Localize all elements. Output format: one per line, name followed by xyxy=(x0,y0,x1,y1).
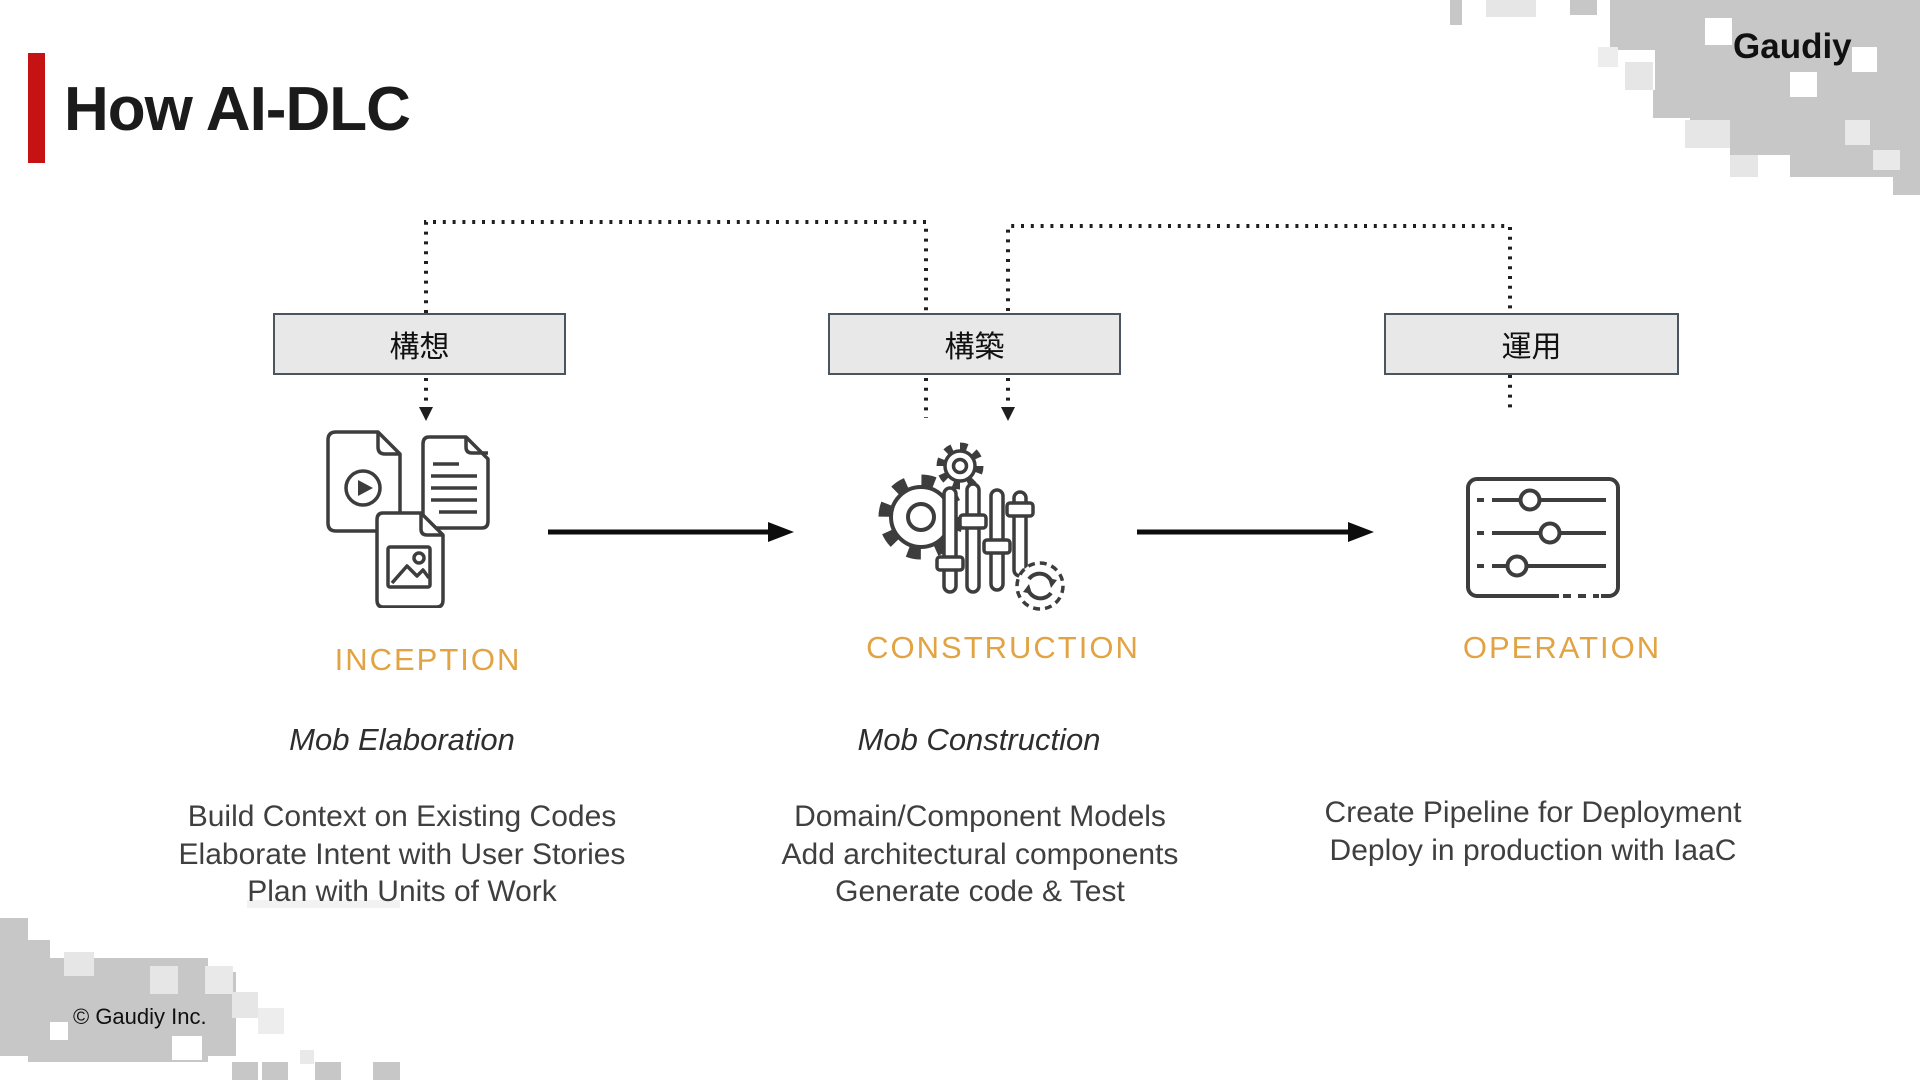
description-line: Plan with Units of Work xyxy=(247,875,557,908)
refresh-cycle-icon xyxy=(1015,561,1065,611)
gears-sliders-icon xyxy=(878,442,1065,611)
phase-box-label-jp: 運用 xyxy=(1501,331,1562,364)
description-line: Elaborate Intent with User Stories xyxy=(178,837,626,871)
description-line: Create Pipeline for Deployment xyxy=(1324,796,1742,829)
phase-label-operation: OPERATION xyxy=(1462,630,1662,665)
description-inception: Build Context on Existing Codes Elaborat… xyxy=(122,798,682,911)
phase-box-construction: 構築 xyxy=(828,313,1121,375)
description-construction: Domain/Component Models Add architectura… xyxy=(700,798,1260,911)
description-line: Add architectural components xyxy=(781,837,1179,871)
sliders-panel-icon xyxy=(1466,477,1620,600)
flow-arrowhead-2 xyxy=(1348,522,1374,542)
subtitle-mob-elaboration: Mob Elaboration xyxy=(289,722,515,757)
gear-small-icon xyxy=(936,442,984,490)
phase-box-label-jp: 構想 xyxy=(389,331,450,364)
phase-box-operation: 運用 xyxy=(1384,313,1679,375)
arrowhead-down-inception xyxy=(419,407,433,421)
copyright-text: © Gaudiy Inc. xyxy=(73,1004,207,1029)
phase-box-label-jp: 構築 xyxy=(944,331,1005,364)
company-logo: Gaudiy xyxy=(1733,27,1852,66)
page-title: How AI-DLC xyxy=(64,75,411,144)
flow-arrowhead-1 xyxy=(768,522,794,542)
description-line: Build Context on Existing Codes xyxy=(187,800,617,833)
slider-tracks xyxy=(935,482,1035,594)
description-operation: Create Pipeline for Deployment Deploy in… xyxy=(1253,794,1813,869)
pixel-mosaic-bottom-left xyxy=(0,900,400,1080)
phase-box-inception: 構想 xyxy=(273,313,566,375)
description-line: Domain/Component Models xyxy=(794,800,1166,833)
dotted-loop-1 xyxy=(424,220,928,313)
documents-icon xyxy=(326,430,490,608)
phase-label-inception: INCEPTION xyxy=(334,642,522,677)
description-line: Deploy in production with IaaC xyxy=(1329,833,1737,867)
title-accent-bar xyxy=(28,53,45,163)
phase-label-construction: CONSTRUCTION xyxy=(866,630,1140,665)
description-line: Generate code & Test xyxy=(835,875,1125,908)
subtitle-mob-construction: Mob Construction xyxy=(857,722,1101,757)
arrowhead-down-construction xyxy=(1001,407,1015,421)
dotted-loop-2 xyxy=(1006,224,1512,311)
